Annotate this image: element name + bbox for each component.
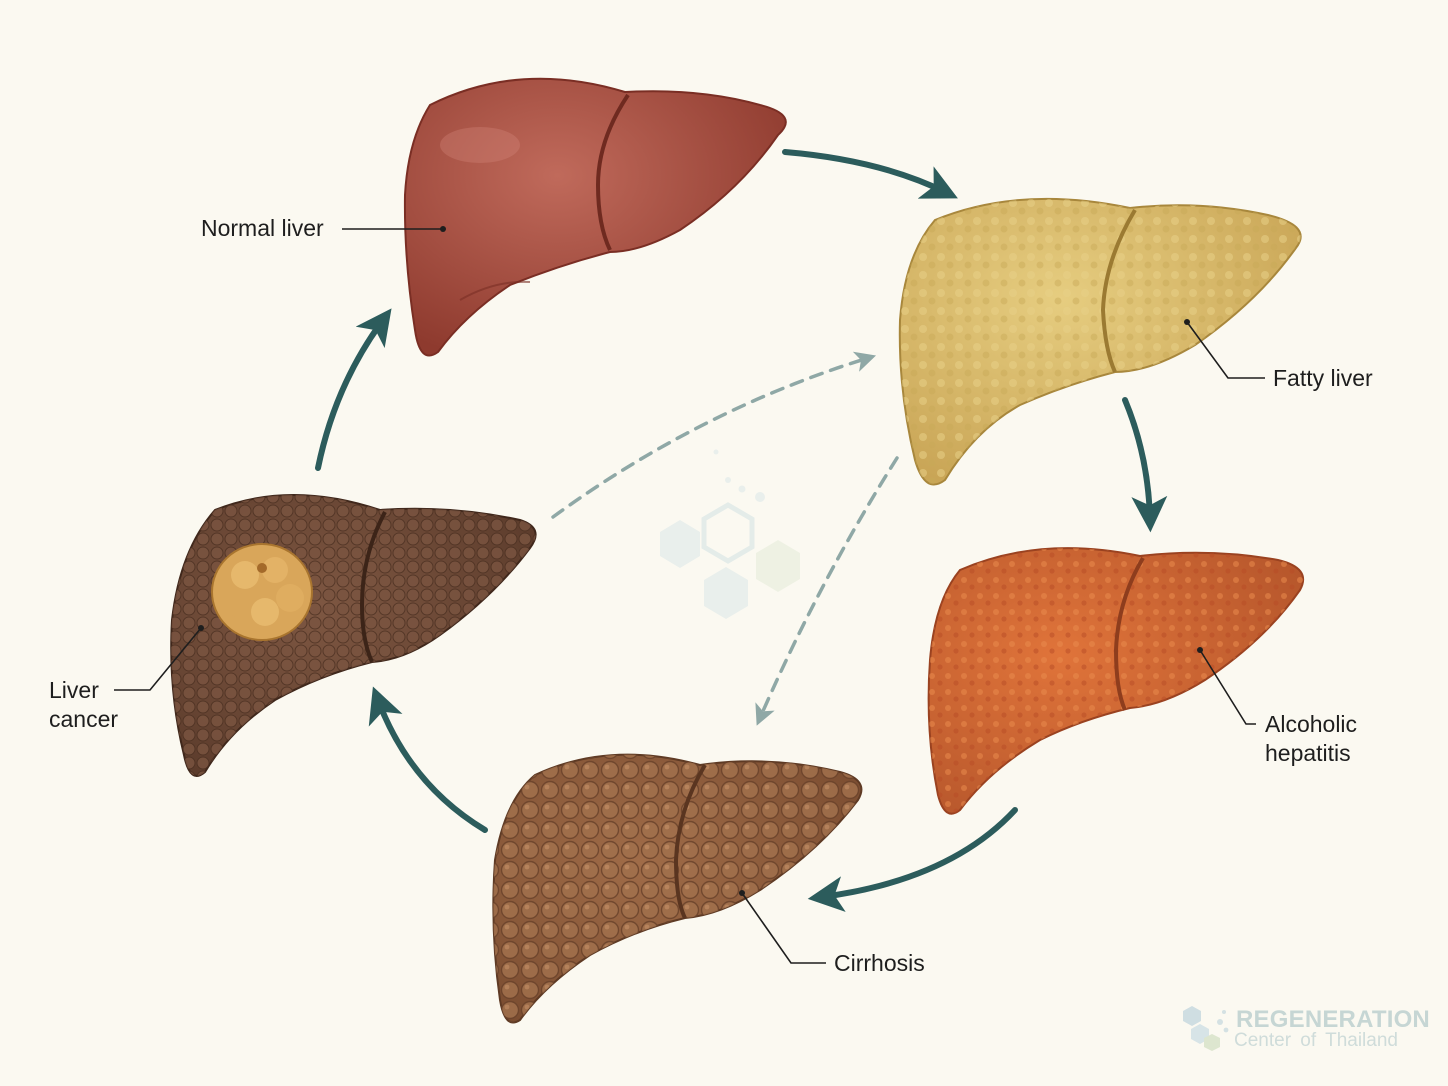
label-cancer-line2: cancer [49, 706, 119, 732]
arrow-normal-to-fatty [782, 149, 958, 199]
dashed-arrow-cancer-to-fatty [551, 351, 877, 519]
label-alcoholic-line1: Alcoholic [1265, 711, 1358, 737]
leader-line-normal [342, 226, 446, 232]
alcoholic-hepatitis-liver-illustration [927, 547, 1305, 815]
liver-cancer-illustration [170, 494, 537, 777]
label-fatty-liver-text: Fatty liver [1273, 365, 1373, 391]
label-normal-liver: Normal liver [201, 214, 324, 243]
leader-line-cancer [114, 625, 204, 691]
label-cancer-line1: Liver [49, 677, 99, 703]
watermark-subtitle: Center of Thailand [1234, 1030, 1398, 1051]
label-alcoholic-line2: hepatitis [1265, 740, 1351, 766]
leader-line-fatty [1184, 319, 1265, 379]
fatty-liver-illustration [898, 197, 1302, 486]
label-cirrhosis-text: Cirrhosis [834, 950, 925, 976]
label-alcoholic-hepatitis: Alcoholic hepatitis [1265, 710, 1357, 768]
normal-liver-illustration [403, 77, 787, 357]
center-hexagon-watermark-icon [660, 449, 800, 619]
arrow-fatty-to-alcoholic [1122, 397, 1168, 533]
leader-line-alcoholic [1197, 647, 1256, 725]
hexagon-logo-icon [1183, 1006, 1229, 1051]
label-normal-liver-text: Normal liver [201, 215, 324, 241]
label-fatty-liver: Fatty liver [1273, 364, 1373, 393]
tumor-mass [211, 543, 313, 641]
arrow-alcoholic-to-cirrhosis [807, 807, 1018, 912]
label-cirrhosis: Cirrhosis [834, 949, 925, 978]
dashed-arrow-fatty-to-cirrhosis [755, 456, 899, 726]
label-liver-cancer: Liver cancer [49, 676, 118, 734]
arrow-cancer-to-normal [315, 308, 392, 471]
watermark-title: REGENERATION [1236, 1006, 1430, 1033]
leader-line-cirrhosis [739, 890, 826, 964]
cirrhosis-liver-illustration [492, 753, 863, 1024]
regeneration-watermark: REGENERATION Center of Thailand [1180, 1004, 1430, 1054]
arrow-cirrhosis-to-cancer [368, 686, 488, 833]
